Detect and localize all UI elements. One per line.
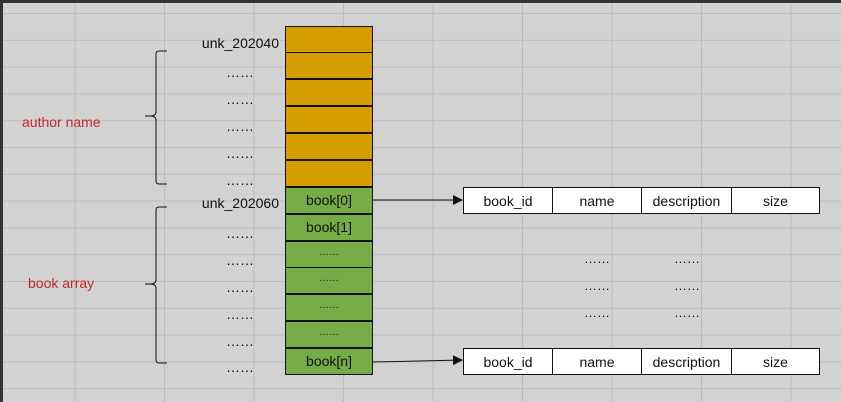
- author-name-cell: [285, 106, 373, 133]
- row-ellipsis-label: ……: [226, 306, 254, 322]
- book-array-brace: [145, 206, 167, 364]
- row-ellipsis-label: ……: [226, 118, 254, 134]
- window-edge-top: [0, 0, 841, 3]
- author-name-cell: [285, 133, 373, 160]
- book-cell-ellipsis: ……: [285, 241, 373, 268]
- struct-field-size: size: [763, 193, 788, 209]
- struct-field-name: name: [553, 349, 642, 374]
- book-struct-0: book_id name description size: [463, 187, 820, 214]
- struct-field-name: name: [553, 188, 642, 213]
- author-name-cell: [285, 160, 373, 187]
- struct-ellipsis: ……: [584, 305, 610, 320]
- author-name-brace: [145, 50, 167, 185]
- row-ellipsis-label: ……: [226, 172, 254, 188]
- row-ellipsis-label: ……: [226, 359, 254, 375]
- book-cell-book-1: book[1]: [285, 214, 373, 241]
- book-cell-book-0: book[0]: [285, 187, 373, 214]
- window-edge-left: [0, 0, 3, 402]
- row-ellipsis-label: ……: [226, 145, 254, 161]
- struct-field-description: description: [642, 188, 732, 213]
- book-cell-ellipsis: ……: [285, 321, 373, 348]
- row-ellipsis-label: ……: [226, 252, 254, 268]
- pointer-arrow-book-n: [372, 355, 463, 366]
- struct-field-book-id: book_id: [464, 188, 553, 213]
- book-cell-ellipsis: ……: [285, 294, 373, 321]
- author-name-cell: [285, 52, 373, 79]
- book-struct-n: book_id name description size: [463, 348, 820, 375]
- address-label-unk-202040: unk_202040: [201, 35, 279, 51]
- address-label-unk-202060: unk_202060: [201, 195, 279, 211]
- book-cell-book-n: book[n]: [285, 348, 373, 375]
- row-ellipsis-label: ……: [226, 333, 254, 349]
- row-ellipsis-label: ……: [226, 91, 254, 107]
- book-cell-ellipsis: ……: [285, 267, 373, 294]
- author-name-cell: [285, 79, 373, 106]
- struct-ellipsis: ……: [674, 251, 700, 266]
- group-label-author-name: author name: [22, 114, 101, 130]
- row-ellipsis-label: ……: [226, 279, 254, 295]
- struct-ellipsis: ……: [584, 251, 610, 266]
- row-ellipsis-label: ……: [226, 64, 254, 80]
- row-ellipsis-label: ……: [226, 225, 254, 241]
- group-label-book-array: book array: [28, 275, 95, 291]
- struct-field-description: description: [642, 349, 732, 374]
- struct-ellipsis: ……: [674, 305, 700, 320]
- struct-field-size: size: [763, 354, 788, 370]
- struct-ellipsis: ……: [584, 278, 610, 293]
- struct-field-book-id: book_id: [464, 349, 553, 374]
- struct-ellipsis: ……: [674, 278, 700, 293]
